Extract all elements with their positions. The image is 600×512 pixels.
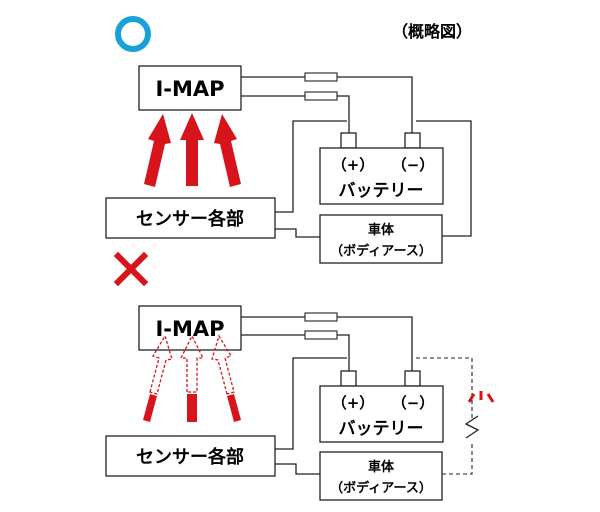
imap-label: I-MAP (155, 317, 224, 341)
battery-label: バッテリー (339, 419, 424, 439)
imap-label: I-MAP (155, 77, 224, 101)
body-label: 車体 (368, 222, 395, 238)
body-box (319, 451, 443, 501)
arrow-icon (180, 113, 204, 186)
body-label-sub: （ボディアース） (330, 480, 432, 496)
battery-terminal-plus (340, 370, 357, 387)
sensor-box (105, 435, 276, 477)
weak-signal-arrows (143, 334, 241, 422)
arrow-tail (143, 394, 157, 422)
battery-plus-label: （+） (332, 156, 375, 174)
wrong-mark (113, 251, 149, 287)
fuse (304, 312, 338, 322)
break-icon (464, 415, 480, 439)
battery-box (319, 385, 444, 443)
battery-terminal-minus (404, 370, 421, 387)
spark-icon (467, 389, 495, 404)
body-label: 車体 (368, 459, 395, 475)
arrow-tail (227, 394, 241, 422)
broken-wire (442, 444, 473, 475)
body-label-sub: （ボディアース） (330, 243, 432, 259)
wire (275, 357, 347, 450)
battery-plus-label: （+） (332, 394, 375, 412)
fuse (304, 330, 338, 340)
correct-diagram: I-MAP （+） （−） バッテリー 車体 （ボディアース） センサー各部 (105, 65, 472, 264)
wire (241, 95, 350, 133)
broken-wire (416, 357, 473, 418)
fuse (304, 91, 338, 101)
cross-icon (113, 251, 149, 287)
arrow-icon (149, 334, 173, 395)
wire (416, 120, 472, 237)
circle-icon (115, 16, 151, 52)
sensor-label: センサー各部 (136, 208, 244, 230)
battery-terminal-plus (340, 132, 357, 149)
battery-label: バッテリー (339, 181, 424, 201)
arrow-icon (144, 114, 171, 187)
battery-box (319, 147, 444, 205)
wrong-diagram: I-MAP （+） （−） バッテリー 車体 （ボディアース） センサー各部 (105, 305, 495, 501)
wire (241, 76, 413, 133)
body-box (319, 214, 443, 264)
arrow-icon (214, 114, 241, 187)
wire (241, 334, 350, 371)
battery-minus-label: （−） (392, 156, 435, 174)
caption: （概略図） (392, 22, 472, 41)
imap-box (138, 305, 242, 351)
imap-box (138, 65, 242, 111)
arrow-tail (187, 394, 197, 422)
sensor-label: センサー各部 (136, 446, 244, 468)
correct-mark (115, 16, 151, 52)
wire (275, 463, 320, 475)
battery-minus-label: （−） (392, 394, 435, 412)
arrow-icon (179, 334, 205, 393)
arrow-icon (211, 334, 235, 395)
wire (275, 120, 347, 213)
battery-terminal-minus (404, 132, 421, 149)
wire (275, 228, 320, 238)
signal-arrows (144, 113, 241, 187)
wire (241, 316, 413, 371)
fuse (304, 72, 338, 82)
sensor-box (105, 197, 276, 239)
